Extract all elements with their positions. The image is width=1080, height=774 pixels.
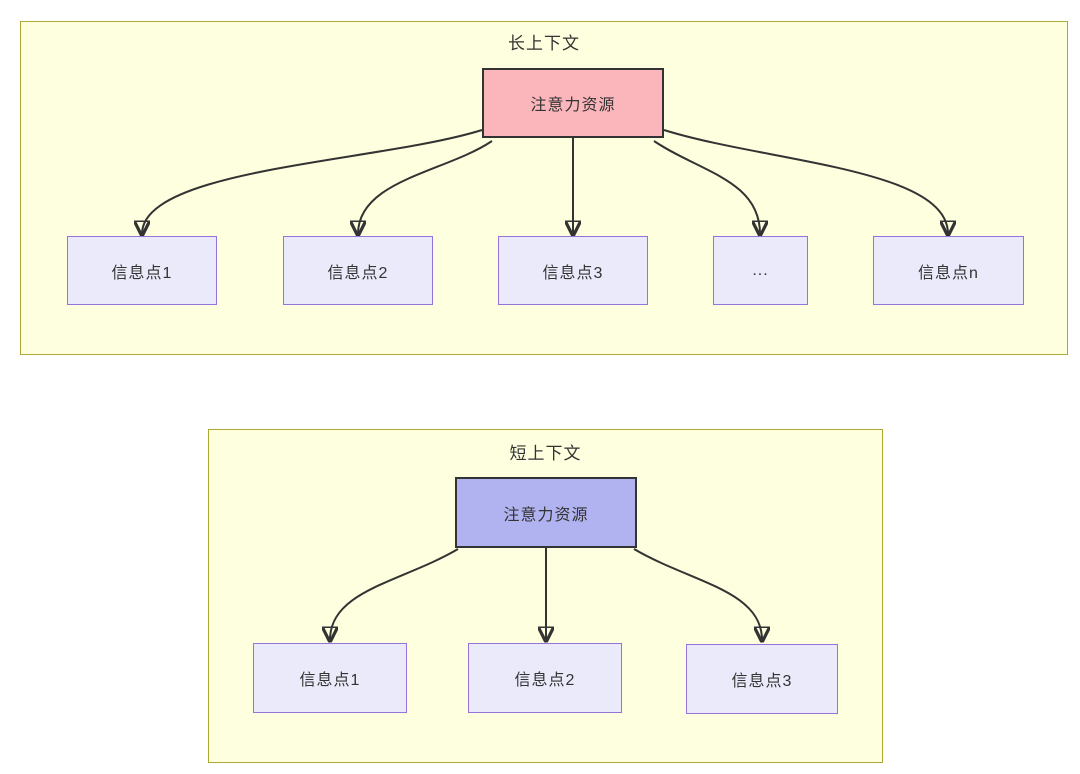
attention-node-short: 注意力资源 [455,477,637,548]
info-node-long-n: 信息点n [873,236,1024,305]
info-node-long-3: 信息点3 [498,236,648,305]
panel-short-context-title: 短上下文 [509,444,582,463]
panel-long-context-title: 长上下文 [508,34,580,53]
attention-node-long: 注意力资源 [482,68,664,138]
info-node-short-3: 信息点3 [686,644,838,714]
info-node-short-2: 信息点2 [468,643,622,713]
info-node-short-1: 信息点1 [253,643,407,713]
info-node-long-2: 信息点2 [283,236,433,305]
info-node-long-1: 信息点1 [67,236,217,305]
info-node-long-ellipsis: ... [713,236,808,305]
